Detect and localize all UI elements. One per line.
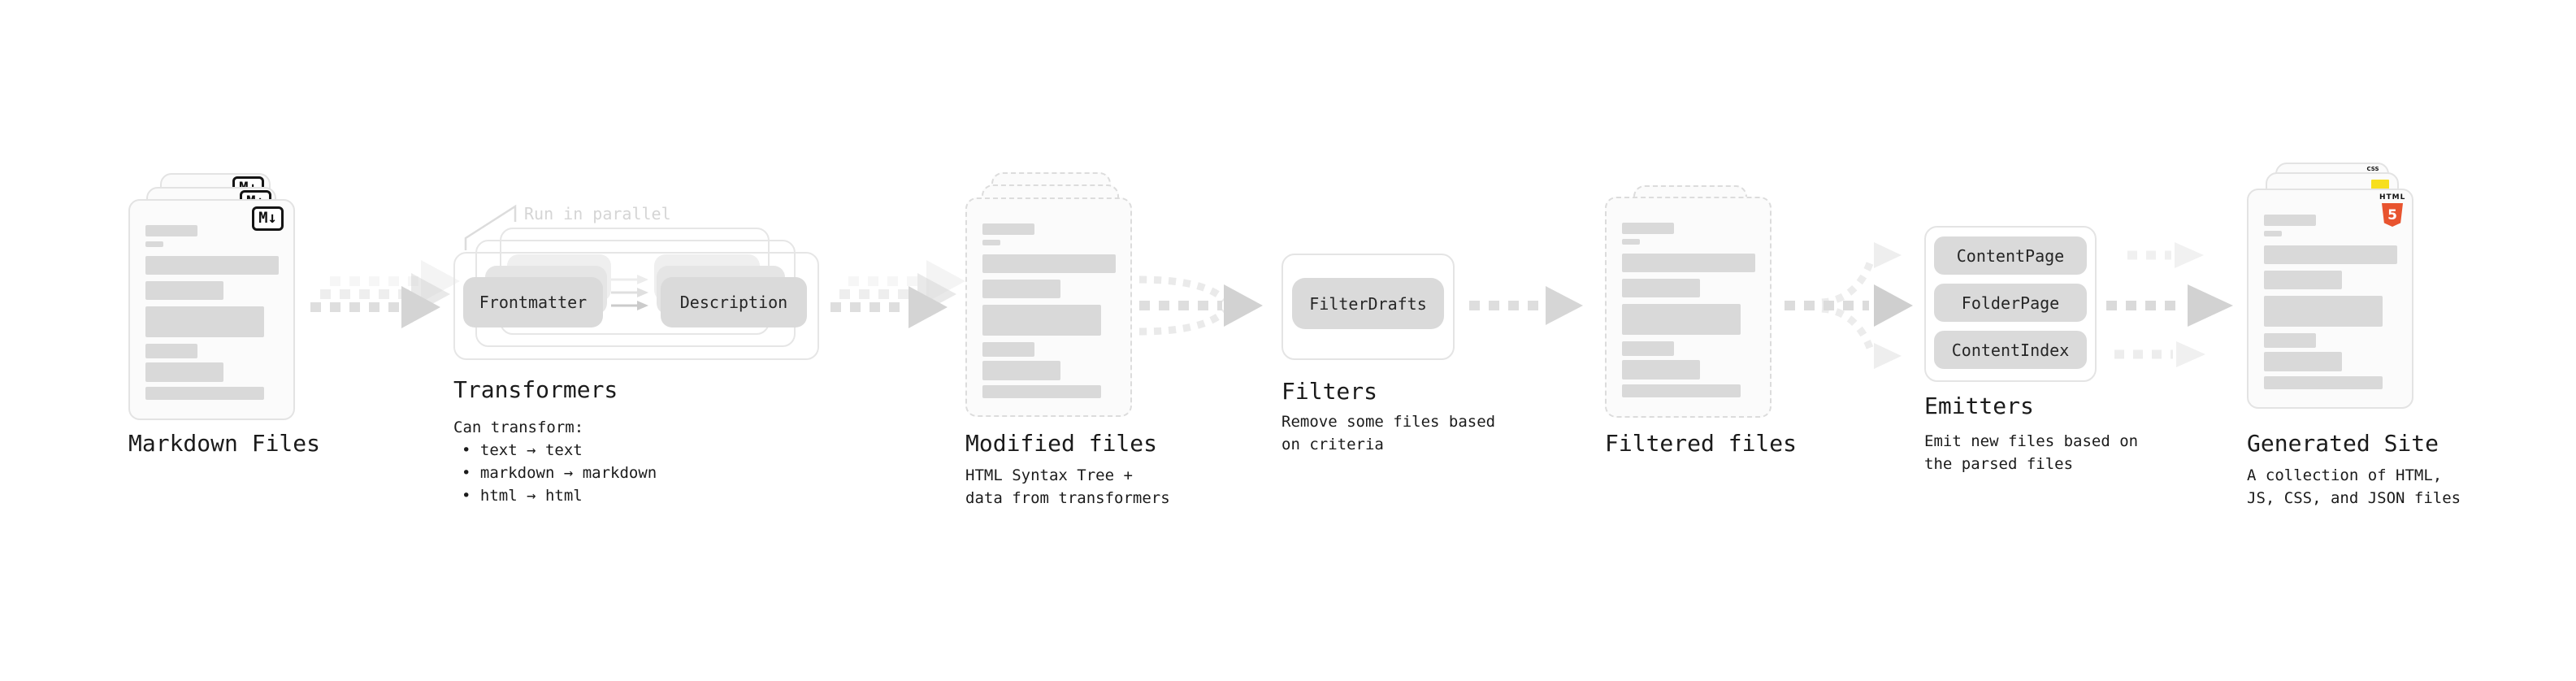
text-line-skeleton [982, 385, 1101, 398]
folder-page-label: FolderPage [1961, 293, 2060, 313]
text-line-skeleton [982, 240, 1000, 245]
filter-drafts-box: FilterDrafts [1292, 278, 1444, 329]
description-box: Description [661, 277, 807, 327]
text-line-skeleton [2264, 333, 2316, 348]
filter-drafts-label: FilterDrafts [1309, 293, 1427, 314]
text-line-skeleton [1622, 304, 1741, 335]
modified-files-label: Modified files [965, 430, 1158, 457]
html5-icon-number: 5 [2387, 206, 2397, 223]
frontmatter-box: Frontmatter [463, 277, 603, 327]
text-line-skeleton [1622, 223, 1674, 234]
transformer-frame [453, 252, 819, 360]
filters-subtitle: Remove some files based on criteria [1281, 413, 1496, 453]
text-line-skeleton [1622, 239, 1640, 245]
content-index-box: ContentIndex [1934, 331, 2087, 369]
markdown-icon: M↓ [252, 206, 284, 231]
text-line-skeleton [1622, 360, 1700, 380]
modified-file-card [965, 197, 1132, 417]
js-icon [2371, 180, 2389, 189]
run-in-parallel-annotation: Run in parallel [524, 204, 671, 223]
text-line-skeleton [1622, 254, 1755, 272]
arrow-emitters-to-site [2106, 242, 2233, 367]
text-line-skeleton [2264, 231, 2282, 236]
arrow-transformers-to-modified [830, 260, 965, 328]
html5-icon-shield: 5 [2382, 203, 2403, 227]
text-line-skeleton [982, 361, 1060, 380]
run-in-parallel-leader-line [464, 204, 517, 250]
text-line-skeleton [1622, 341, 1674, 356]
arrow-modified-to-filters-merge [1138, 275, 1263, 336]
transform-bullet: • html → html [462, 487, 583, 505]
text-line-skeleton [2264, 296, 2383, 327]
arrow-filtered-to-emitters-fanout [1785, 242, 1913, 369]
transformer-parallel-arrows [611, 275, 648, 310]
text-line-skeleton [982, 305, 1101, 336]
text-line-skeleton [145, 241, 163, 247]
text-line-skeleton [1622, 384, 1741, 397]
text-line-skeleton [145, 387, 264, 400]
text-line-skeleton [982, 342, 1034, 357]
filters-title: Filters [1281, 378, 1378, 405]
text-line-skeleton [2264, 271, 2342, 289]
text-line-skeleton [2264, 352, 2342, 371]
transform-bullet: • text → text [462, 441, 583, 459]
filtered-files-label: Filtered files [1605, 430, 1798, 457]
emitters-subtitle: Emit new files based on the parsed files [1924, 432, 2139, 473]
content-page-box: ContentPage [1934, 236, 2087, 275]
content-page-label: ContentPage [1956, 245, 2065, 266]
arrow-filters-to-filtered [1469, 286, 1583, 325]
text-line-skeleton [2264, 376, 2383, 389]
transformers-title: Transformers [453, 376, 618, 403]
text-line-skeleton [1622, 279, 1700, 297]
markdown-file-card: M↓ [128, 199, 295, 420]
css-icon-word: CSS [2366, 166, 2379, 172]
emitters-title: Emitters [1924, 393, 2034, 419]
generated-site-label: Generated Site [2247, 430, 2439, 457]
transform-bullet: • markdown → markdown [462, 464, 657, 482]
content-index-label: ContentIndex [1951, 340, 2070, 360]
description-box-label: Description [679, 293, 788, 312]
folder-page-box: FolderPage [1934, 284, 2087, 322]
text-line-skeleton [982, 254, 1116, 273]
text-line-skeleton [145, 256, 279, 275]
text-line-skeleton [2264, 245, 2397, 264]
frontmatter-box-label: Frontmatter [479, 293, 588, 312]
arrow-markdown-to-transformers [310, 260, 460, 328]
text-line-skeleton [982, 223, 1034, 235]
text-line-skeleton [982, 280, 1060, 298]
filtered-file-card [1605, 197, 1772, 418]
text-line-skeleton [145, 362, 223, 382]
generated-html-file-card: HTML 5 [2247, 189, 2413, 409]
text-line-skeleton [145, 225, 197, 236]
text-line-skeleton [145, 306, 264, 337]
text-line-skeleton [2264, 215, 2316, 226]
modified-files-subtitle: HTML Syntax Tree + data from transformer… [965, 466, 1170, 507]
html5-icon-word: HTML [2379, 193, 2406, 202]
text-line-skeleton [145, 281, 223, 300]
generated-site-subtitle: A collection of HTML, JS, CSS, and JSON … [2247, 466, 2461, 507]
markdown-files-label: Markdown Files [128, 430, 321, 457]
html5-icon: HTML 5 [2379, 194, 2405, 227]
can-transform-heading: Can transform: [453, 419, 584, 436]
text-line-skeleton [145, 344, 197, 358]
